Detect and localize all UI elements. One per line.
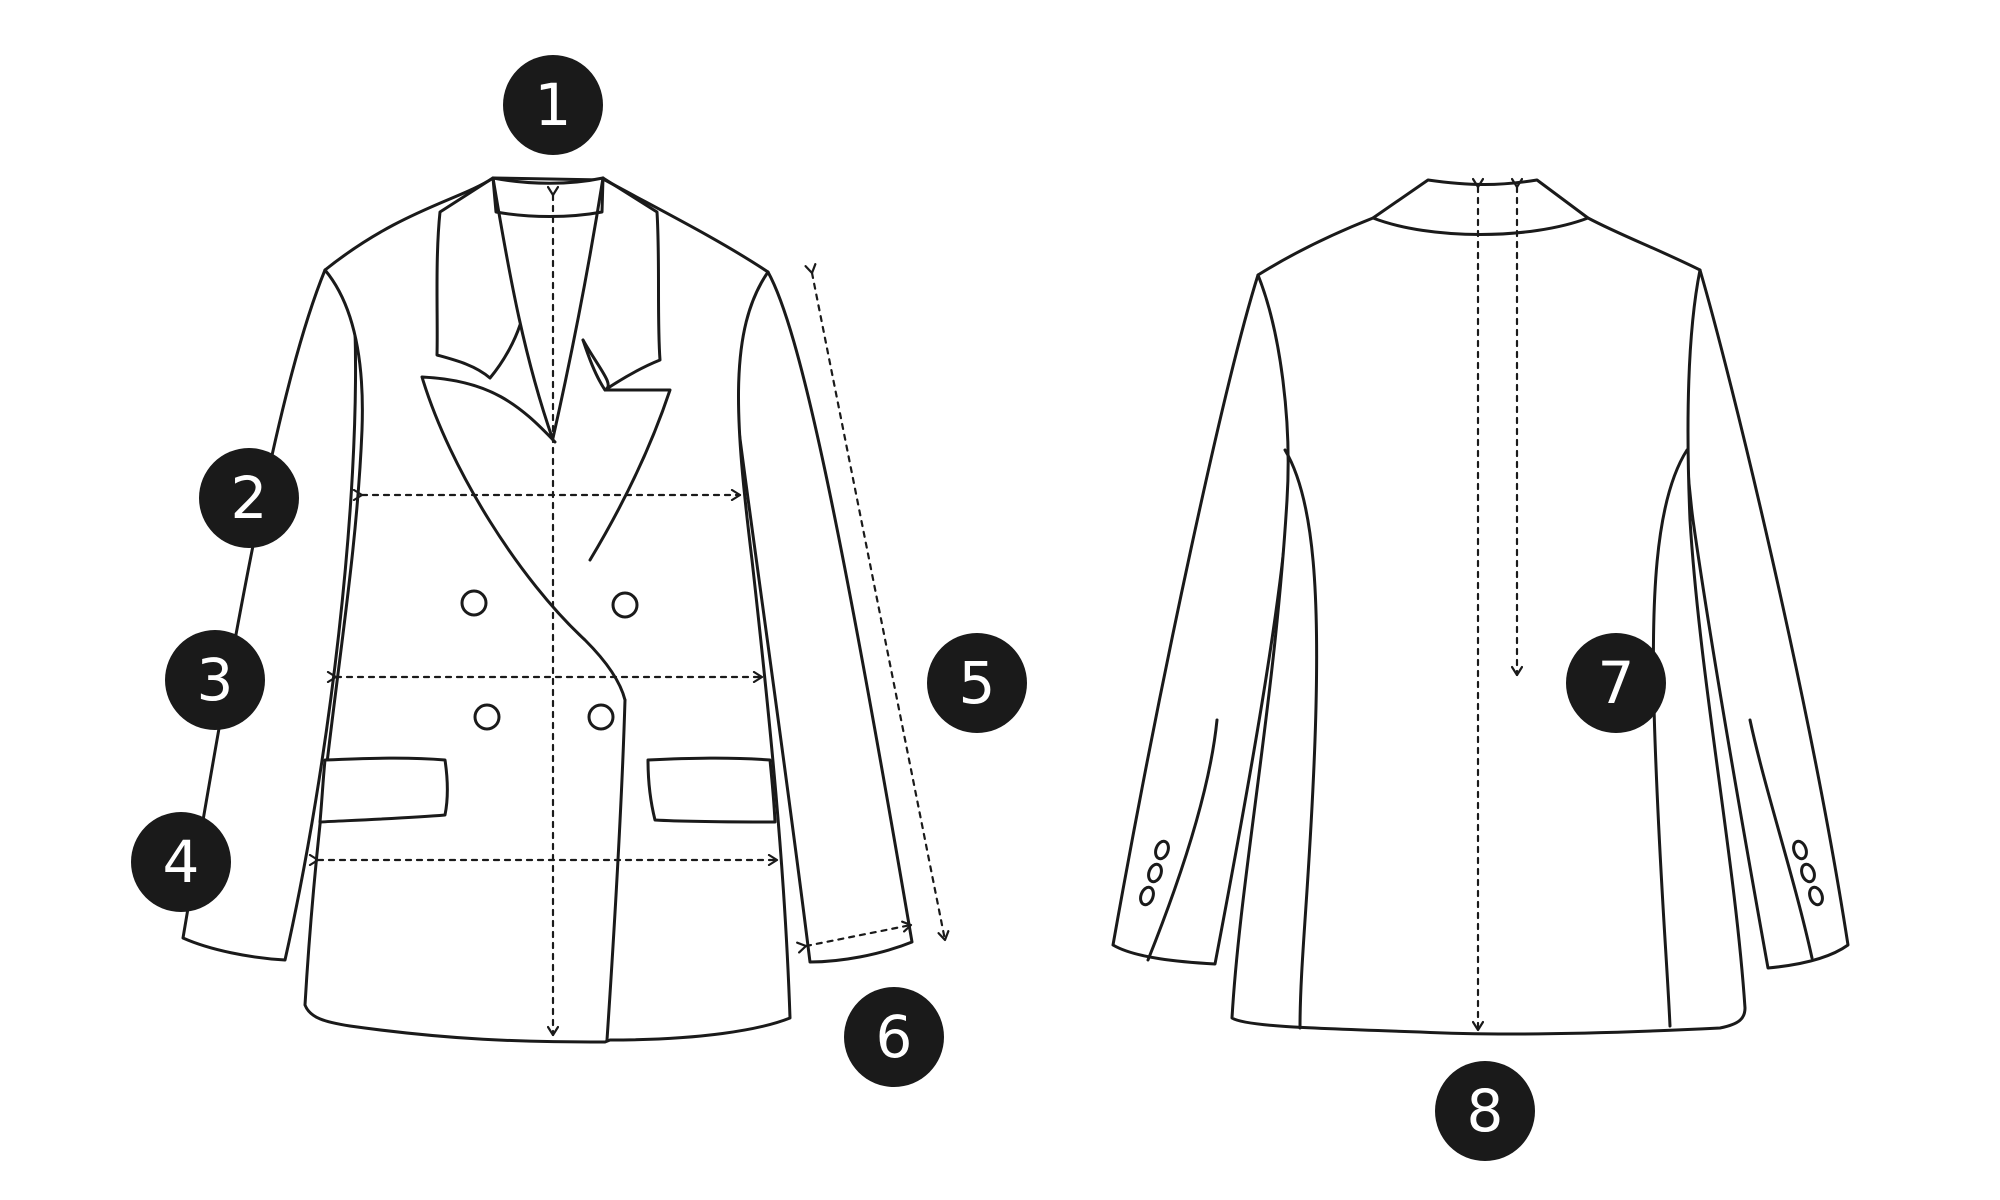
front-pocket-left <box>318 756 449 824</box>
jacket-back-view <box>1111 178 1850 1036</box>
cuff-width-guide <box>806 925 913 946</box>
marker-8: 8 <box>1435 1061 1535 1161</box>
back-cuff-button <box>1808 885 1824 907</box>
marker-7-label: 7 <box>1598 649 1635 717</box>
marker-7: 7 <box>1566 633 1666 733</box>
back-cuff-button <box>1147 862 1163 884</box>
front-pocket-right <box>646 756 777 824</box>
marker-2: 2 <box>199 448 299 548</box>
jacket-front-view <box>181 176 914 1044</box>
marker-1-label: 1 <box>535 71 572 139</box>
front-collar-left <box>435 176 522 380</box>
back-cuff-button <box>1154 839 1170 861</box>
marker-6: 6 <box>844 987 944 1087</box>
front-collar <box>491 176 605 218</box>
marker-1: 1 <box>503 55 603 155</box>
marker-6-label: 6 <box>876 1003 913 1071</box>
marker-4-label: 4 <box>163 828 200 896</box>
back-body <box>1230 216 1747 1036</box>
marker-2-label: 2 <box>231 464 268 532</box>
front-lapel-right <box>551 176 672 562</box>
marker-5-label: 5 <box>959 649 996 717</box>
marker-8-label: 8 <box>1467 1077 1504 1145</box>
marker-4: 4 <box>131 812 231 912</box>
back-vent-left <box>1146 718 1219 962</box>
back-cuff-button <box>1139 885 1155 907</box>
front-lapel-left <box>420 176 627 702</box>
measurement-guides <box>318 187 1517 1037</box>
front-collar-right <box>581 176 662 392</box>
front-button-2 <box>611 591 639 619</box>
marker-5: 5 <box>927 633 1027 733</box>
front-button-3 <box>473 703 501 731</box>
marker-3-label: 3 <box>197 646 234 714</box>
back-collar <box>1371 178 1590 236</box>
marker-3: 3 <box>165 630 265 730</box>
front-button-1 <box>460 589 488 617</box>
back-cuff-button <box>1800 862 1816 884</box>
back-cuff-button <box>1792 839 1808 861</box>
back-seam-right <box>1651 448 1689 1028</box>
back-vent-right <box>1748 718 1814 960</box>
front-button-4 <box>587 703 615 731</box>
back-seam-left <box>1283 448 1319 1030</box>
front-body <box>303 176 792 1044</box>
sleeve-length-guide <box>812 273 945 942</box>
